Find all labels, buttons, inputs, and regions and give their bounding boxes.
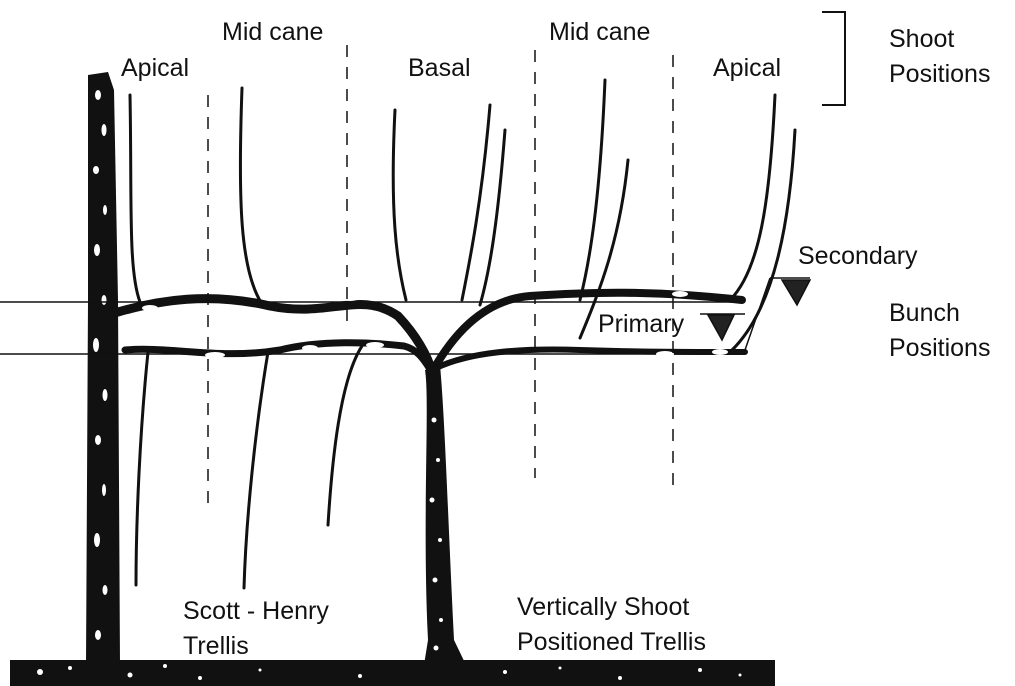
label-shoot-positions: Shoot Positions	[889, 22, 990, 92]
trellis-post	[86, 72, 120, 665]
label-mid-cane-right: Mid cane	[549, 20, 650, 45]
label-apical-right: Apical	[713, 56, 781, 81]
shoot-positions-line1: Shoot	[889, 22, 990, 57]
primary-bunch-icon	[708, 315, 734, 340]
downward-shoots	[136, 346, 362, 588]
label-primary: Primary	[598, 312, 684, 337]
shoot-positions-bracket	[822, 12, 845, 105]
bunch-positions-line1: Bunch	[889, 296, 990, 331]
vsp-line2: Positioned Trellis	[517, 625, 706, 660]
ground	[10, 660, 775, 686]
bunch-positions-line2: Positions	[889, 331, 990, 366]
secondary-bunch-icon	[782, 280, 810, 305]
scott-henry-line2: Trellis	[183, 629, 329, 664]
vine-trunk	[424, 365, 466, 665]
secondary-connector	[745, 278, 770, 350]
label-apical-left: Apical	[121, 56, 189, 81]
label-basal: Basal	[408, 56, 471, 81]
vsp-line1: Vertically Shoot	[517, 590, 706, 625]
label-mid-cane-left: Mid cane	[222, 20, 323, 45]
label-secondary: Secondary	[798, 244, 918, 269]
scott-henry-line1: Scott - Henry	[183, 594, 329, 629]
upward-shoots	[130, 80, 795, 352]
label-bunch-positions: Bunch Positions	[889, 296, 990, 366]
label-vsp: Vertically Shoot Positioned Trellis	[517, 590, 706, 660]
shoot-positions-line2: Positions	[889, 57, 990, 92]
label-scott-henry: Scott - Henry Trellis	[183, 594, 329, 664]
